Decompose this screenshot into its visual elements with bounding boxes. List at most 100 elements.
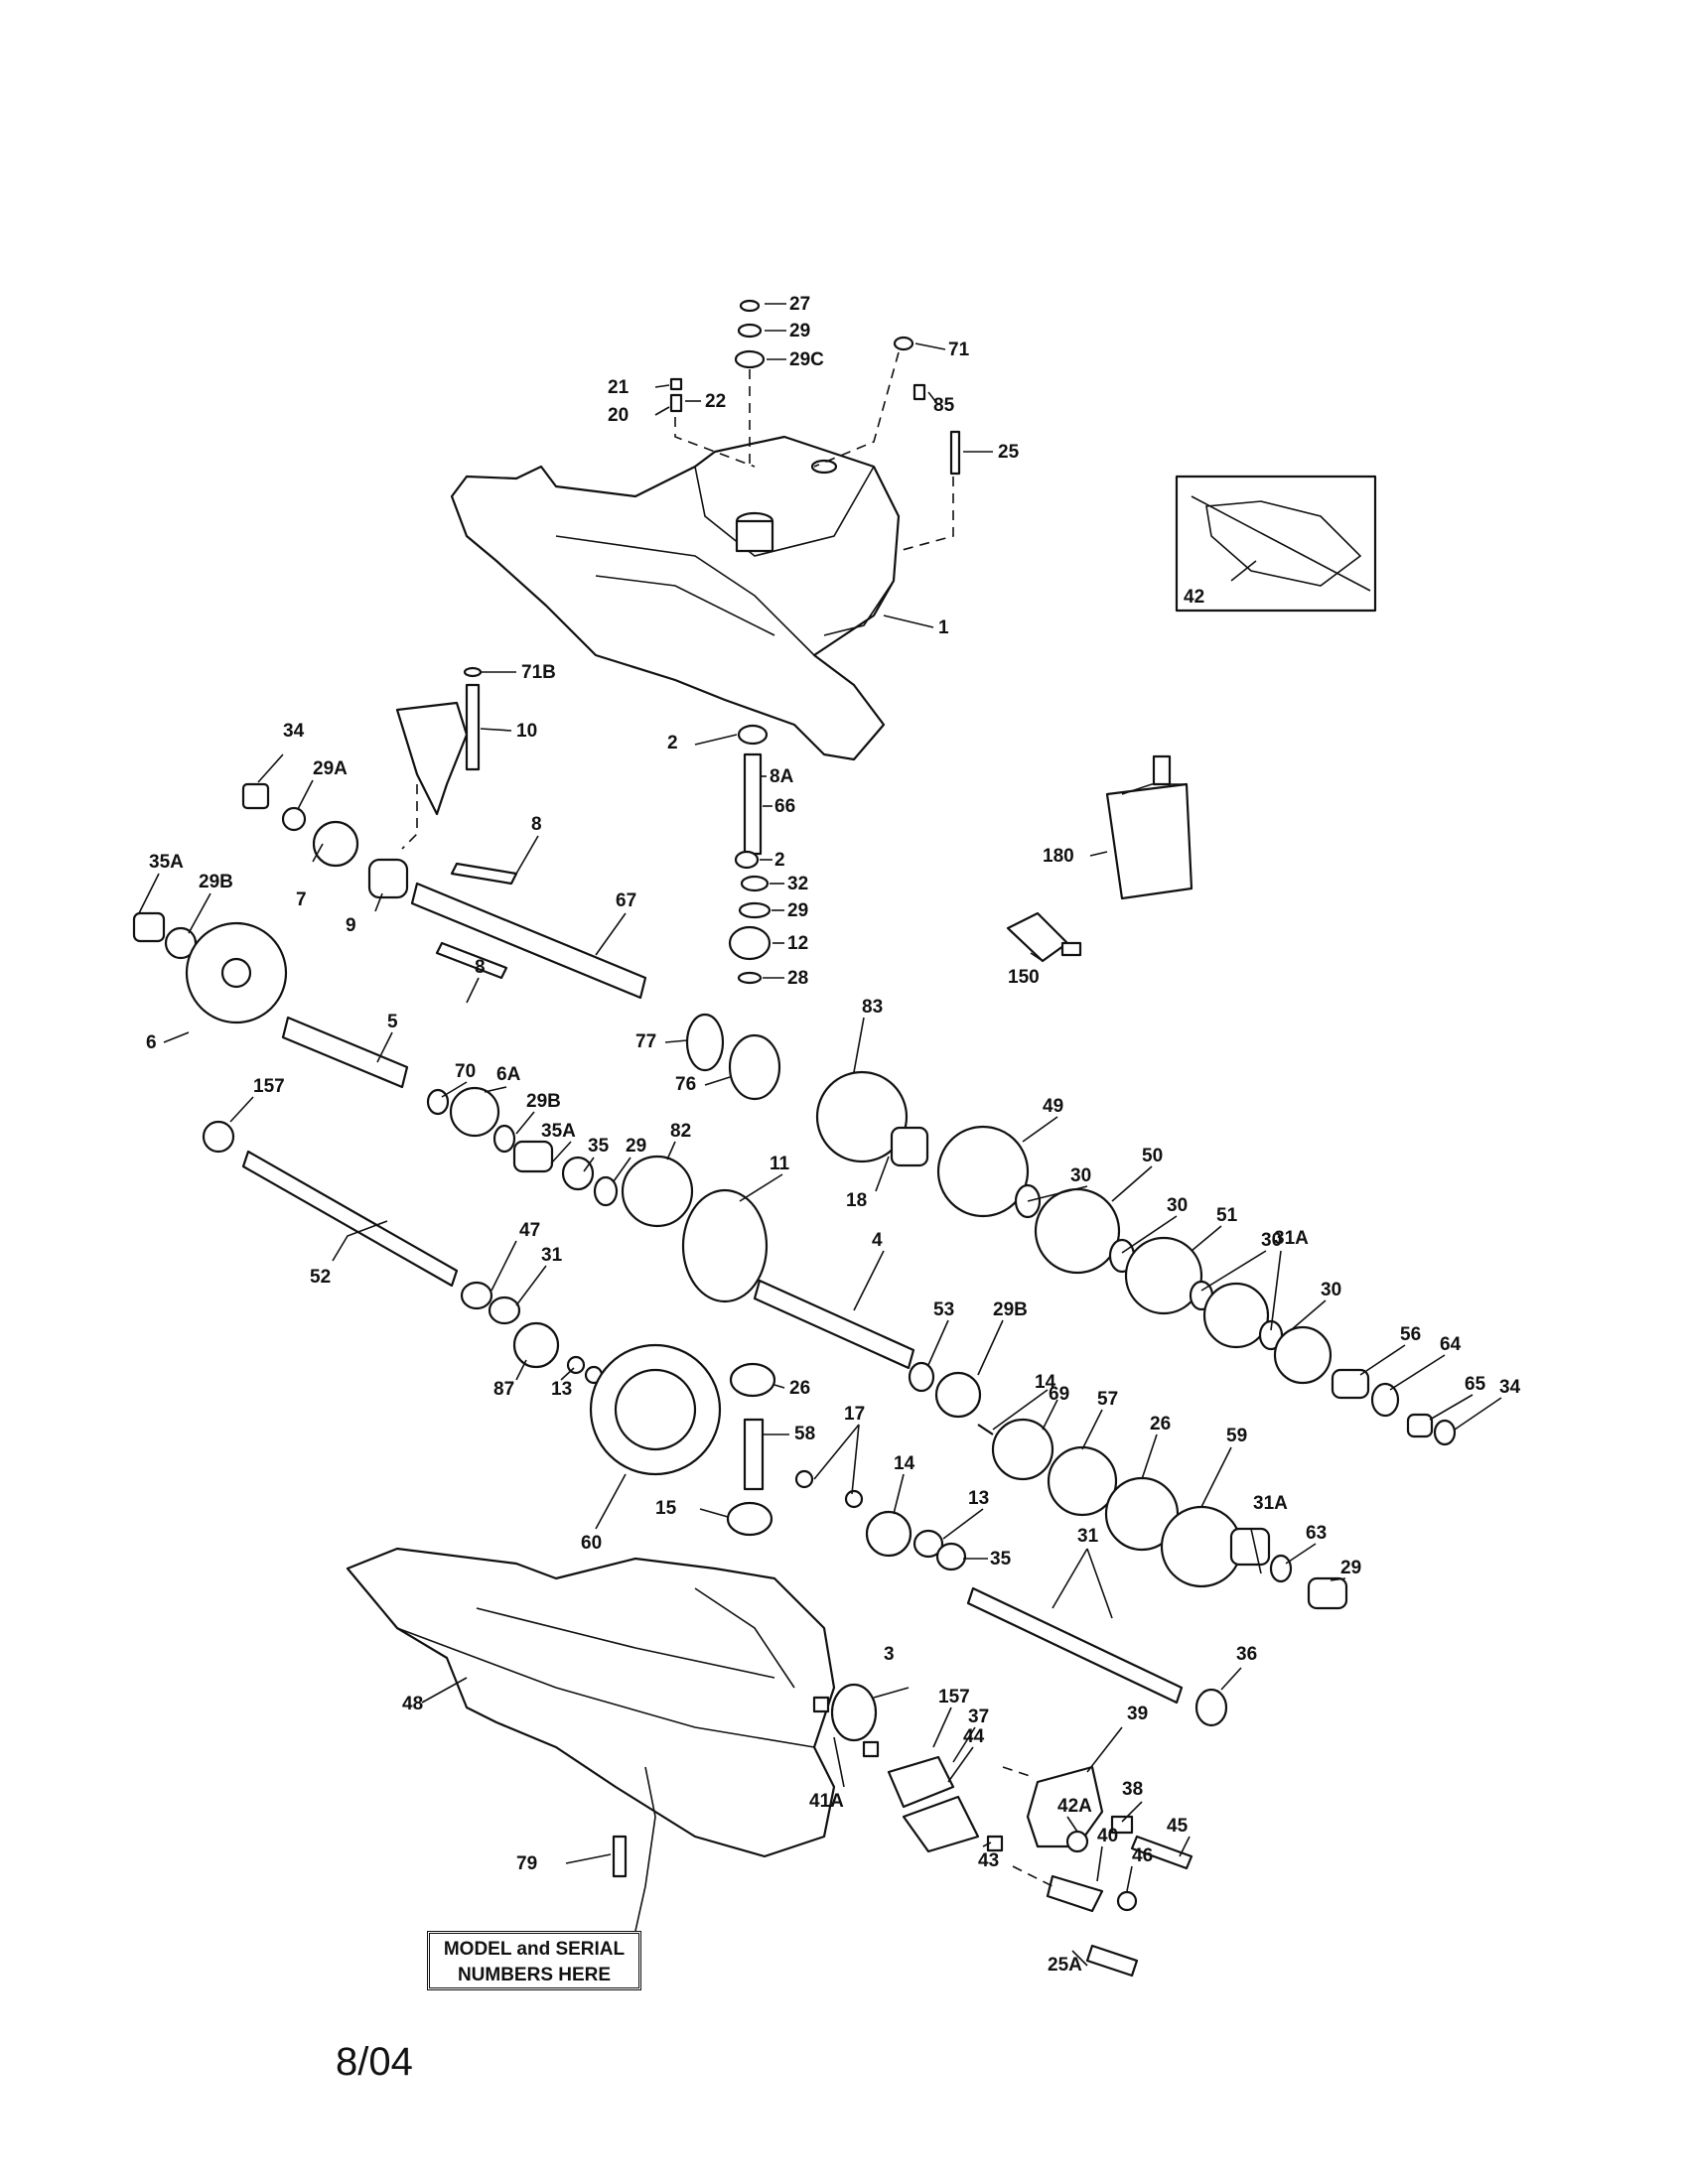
callout-label: 36 — [1236, 1644, 1257, 1665]
callout-label: 31 — [541, 1245, 563, 1266]
callout-label: 30 — [1070, 1165, 1091, 1186]
callout-label: 1 — [938, 617, 949, 638]
callout-label: 35A — [149, 852, 184, 873]
inset-900 — [1175, 475, 1377, 613]
grease-tube — [1006, 911, 1082, 963]
callout-label: 17 — [844, 1404, 865, 1425]
callout-label: 9 — [346, 915, 356, 936]
cluster-6A — [426, 1086, 694, 1228]
top-hardware — [669, 299, 961, 476]
upper-housing — [450, 435, 901, 761]
shaft-5 — [281, 1016, 409, 1089]
model-serial-line1: MODEL and SERIAL — [443, 1939, 626, 1960]
callout-label: 58 — [794, 1424, 815, 1444]
callout-label: 49 — [1043, 1096, 1063, 1117]
callout-label: 29 — [787, 900, 808, 921]
callout-label: 65 — [1465, 1374, 1486, 1395]
callout-label: 25A — [1048, 1955, 1082, 1976]
callout-label: 40 — [1097, 1826, 1118, 1846]
callout-label: 53 — [933, 1299, 954, 1320]
callout-label: 4 — [872, 1230, 883, 1251]
callout-label: 27 — [789, 294, 810, 315]
callout-label: 14 — [894, 1453, 915, 1474]
shaft-47 — [202, 1120, 459, 1288]
callout-label: 31A — [1274, 1228, 1309, 1249]
callout-label: 7 — [296, 889, 307, 910]
callout-label: 29B — [526, 1091, 561, 1112]
lower-housing — [346, 1547, 836, 1858]
callout-label: 32 — [787, 874, 808, 894]
ring-gear-15 — [589, 1343, 722, 1476]
callout-label: 44 — [963, 1726, 985, 1747]
callout-label: 22 — [705, 391, 726, 412]
callout-label: 21 — [608, 377, 630, 398]
callout-label: 41A — [809, 1791, 844, 1812]
callout-label: 57 — [1097, 1389, 1118, 1410]
washers-31 — [460, 1281, 604, 1385]
callout-label: 15 — [655, 1498, 677, 1519]
callout-label: 20 — [608, 405, 629, 426]
callout-label: 25 — [998, 442, 1020, 463]
callout-label: 14 — [1035, 1372, 1056, 1393]
callout-label: 157 — [253, 1076, 285, 1097]
callout-label: 10 — [516, 721, 537, 742]
center-shaft-stack — [728, 724, 772, 985]
callout-label: 71B — [521, 662, 556, 683]
callout-label: 180 — [1043, 846, 1074, 867]
pinions-14-17 — [726, 1362, 912, 1558]
callout-label: 60 — [581, 1533, 602, 1554]
callout-label: 85 — [933, 395, 955, 416]
lower-bolt-25A — [612, 1835, 628, 1878]
callout-label: 2 — [774, 850, 785, 871]
callout-label: 34 — [283, 721, 305, 742]
callout-label: 66 — [774, 796, 795, 817]
callout-label: 70 — [455, 1061, 476, 1082]
callout-label: 31A — [1253, 1493, 1288, 1514]
callout-label: 29 — [789, 321, 810, 341]
callout-label: 29C — [789, 349, 824, 370]
callout-label: 45 — [1167, 1816, 1189, 1837]
callout-label: 13 — [551, 1379, 572, 1400]
callout-labels: 27 29 29C 71 21 22 20 85 25 1 71B 10 34 … — [146, 294, 1521, 1976]
callout-label: 79 — [516, 1853, 537, 1874]
callout-label: 46 — [1132, 1845, 1153, 1866]
callout-label: 35A — [541, 1121, 576, 1142]
callout-label: 157 — [938, 1687, 970, 1707]
callout-label: 83 — [862, 997, 883, 1018]
left-gears — [132, 782, 409, 1024]
gear-11 — [681, 1188, 769, 1303]
callout-label: 8 — [531, 814, 542, 835]
callout-label: 26 — [1150, 1414, 1171, 1434]
callout-label: 48 — [402, 1694, 423, 1714]
callout-label: 34 — [1499, 1377, 1521, 1398]
callout-label: 13 — [968, 1488, 989, 1509]
callout-label: 43 — [978, 1850, 999, 1871]
callout-label: 76 — [675, 1074, 696, 1095]
callout-label: 11 — [770, 1154, 790, 1174]
callout-label: 35 — [588, 1136, 610, 1157]
callout-label: 5 — [387, 1012, 398, 1032]
callout-label: 29B — [993, 1299, 1028, 1320]
callout-label: 59 — [1226, 1426, 1247, 1446]
oil-bottle — [1105, 754, 1193, 900]
shaft-48 — [912, 1529, 1228, 1727]
callout-label: 63 — [1306, 1523, 1327, 1544]
callout-label: 35 — [990, 1549, 1012, 1570]
callout-label: 3 — [884, 1644, 895, 1665]
model-serial-note: MODEL and SERIAL NUMBERS HERE — [427, 1931, 641, 1990]
callout-label: 6A — [496, 1064, 521, 1085]
callout-label: 82 — [670, 1121, 691, 1142]
callout-label: 28 — [787, 968, 808, 989]
callout-label: 77 — [635, 1031, 656, 1052]
model-serial-line2: NUMBERS HERE — [457, 1965, 612, 1985]
callout-label: 67 — [616, 890, 636, 911]
callout-label: 31 — [1077, 1526, 1099, 1547]
callout-label: 30 — [1321, 1280, 1341, 1300]
callout-label: 64 — [1440, 1334, 1462, 1355]
callout-label: 69 — [1049, 1384, 1069, 1405]
callout-label: 26 — [789, 1378, 810, 1399]
callout-label: 50 — [1142, 1146, 1163, 1166]
leader-lines — [138, 303, 1502, 1967]
callout-label: 6 — [146, 1032, 157, 1053]
